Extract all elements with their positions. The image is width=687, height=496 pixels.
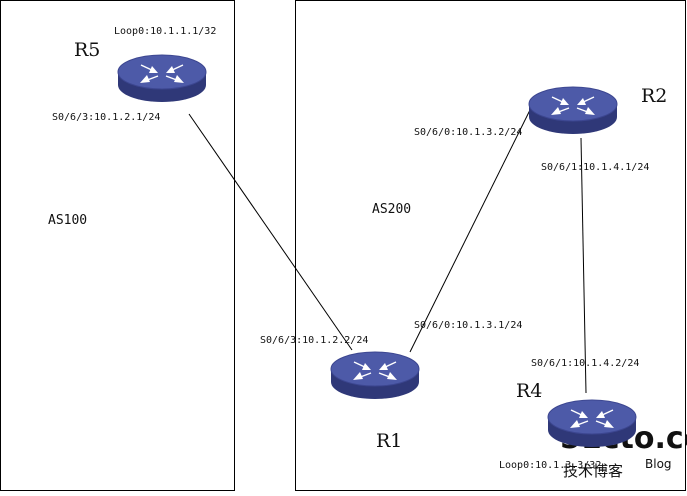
- router-icon: [528, 86, 618, 135]
- router-icon: [330, 351, 420, 400]
- router-icon: [547, 399, 637, 448]
- router-r4[interactable]: [547, 399, 637, 448]
- r2-s060-label: S0/6/0:10.1.3.2/24: [414, 127, 522, 138]
- router-name-r1: R1: [376, 430, 402, 452]
- as200-label: AS200: [372, 202, 411, 217]
- as200-boundary: [295, 0, 686, 491]
- router-r1[interactable]: [330, 351, 420, 400]
- router-icon: [117, 54, 207, 103]
- router-r5[interactable]: [117, 54, 207, 103]
- r4-s061-label: S0/6/1:10.1.4.2/24: [531, 358, 639, 369]
- router-r2[interactable]: [528, 86, 618, 135]
- link-r2-r4: [580, 137, 587, 394]
- router-name-r4: R4: [516, 380, 542, 402]
- router-name-r5: R5: [74, 39, 100, 61]
- link-r1-r2: [409, 109, 531, 353]
- r1-s063-label: S0/6/3:10.1.2.2/24: [260, 335, 368, 346]
- r2-s061-label: S0/6/1:10.1.4.1/24: [541, 162, 649, 173]
- watermark-sub: 技术博客: [563, 462, 623, 480]
- as100-boundary: [0, 0, 235, 491]
- as100-label: AS100: [48, 213, 87, 228]
- r5-loopback-label: Loop0:10.1.1.1/32: [114, 26, 216, 37]
- router-name-r2: R2: [641, 85, 667, 107]
- r4-loopback-label: Loop0:10.1.3.3/32: [499, 460, 601, 471]
- watermark-blog: Blog: [645, 457, 672, 471]
- r5-s063-label: S0/6/3:10.1.2.1/24: [52, 112, 160, 123]
- r1-s060-label: S0/6/0:10.1.3.1/24: [414, 320, 522, 331]
- link-r5-r1: [188, 113, 353, 351]
